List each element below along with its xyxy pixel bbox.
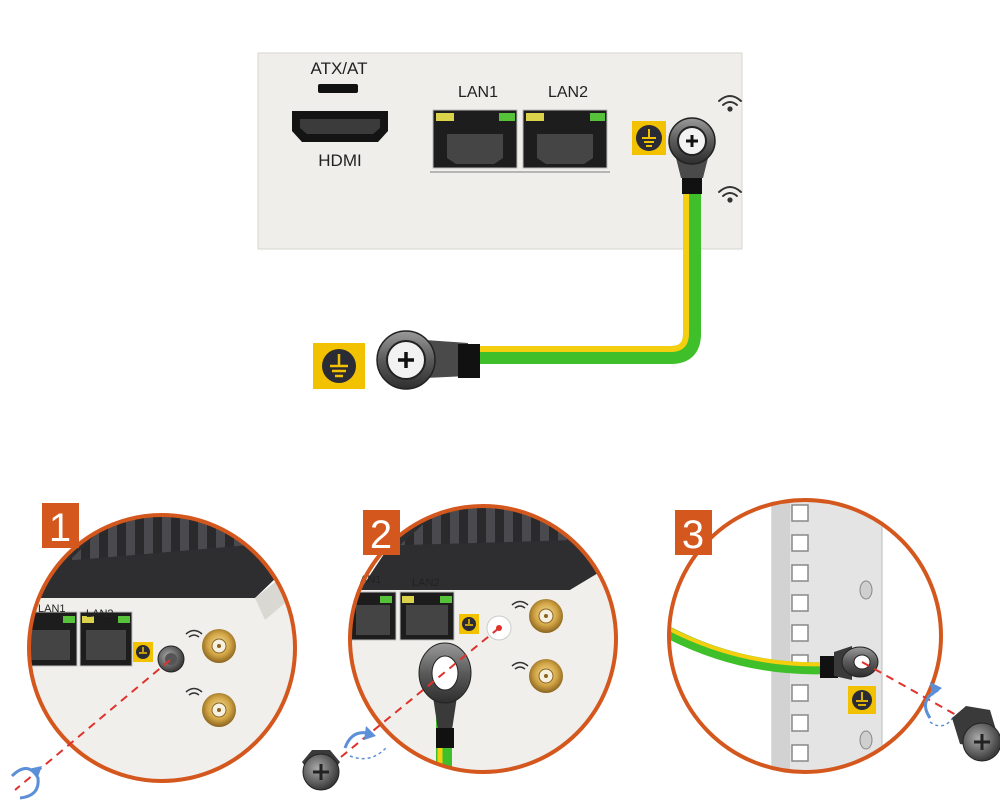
ground-icon [848,686,876,714]
antenna-connector-icon [202,693,236,727]
wifi-icon [185,629,203,696]
ground-icon [459,614,479,634]
rotate-arrow-icon [10,766,42,800]
step-1-lan1-label: LAN1 [38,603,66,615]
step-number-badge: 1 [42,503,79,550]
ground-icon [632,121,666,155]
screw-icon [952,706,1000,762]
hdmi-label: HDMI [318,151,361,170]
atx-at-label: ATX/AT [311,59,368,78]
alignment-line [324,627,500,771]
rotate-arrow-icon [343,726,387,760]
step-1-illustration: LAN1 LAN2 [27,513,297,783]
hdmi-port-icon[interactable] [292,111,388,142]
atx-at-switch[interactable] [318,84,358,93]
screw-icon [302,750,340,791]
step-2-lan2-label: LAN2 [412,577,440,589]
ground-icon [133,642,153,662]
step-1-lan2-label: LAN2 [86,608,114,620]
wifi-icon [511,600,529,670]
step-number-badge: 3 [675,510,712,557]
screw-icon [157,645,185,673]
ground-icon [313,343,365,389]
ring-terminal-icon [376,330,468,390]
lan1-port-icon[interactable] [432,109,518,169]
lan2-port-icon[interactable] [522,109,608,169]
ring-terminal-icon [668,117,716,178]
antenna-connector-icon [529,599,563,633]
wifi-icon [718,95,742,112]
alignment-line [861,661,966,721]
ground-cable [478,193,701,364]
cable-crimp [820,656,838,678]
cable-crimp [682,176,702,194]
lan2-label: LAN2 [548,84,588,101]
antenna-connector-icon [202,629,236,663]
step-2-number: 2 [370,513,392,557]
step-1-number: 1 [49,506,71,550]
cable-crimp [458,344,480,378]
lan1-label: LAN1 [458,84,498,101]
wifi-icon [718,186,742,203]
step-3-number: 3 [682,513,704,557]
step-number-badge: 2 [363,510,400,557]
antenna-connector-icon [529,659,563,693]
step-3-illustration [667,498,943,774]
